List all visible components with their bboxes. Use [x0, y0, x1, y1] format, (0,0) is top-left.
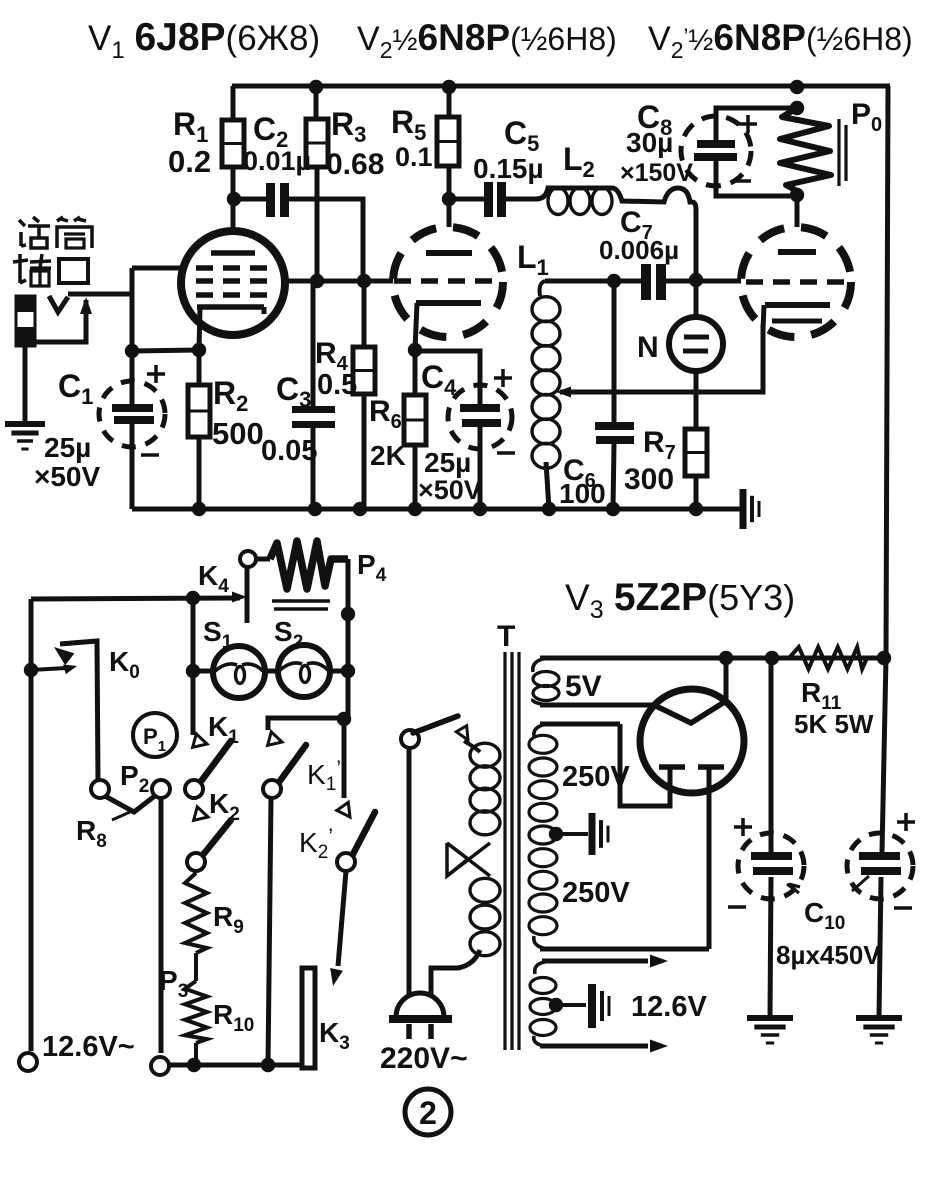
svg-text:0.1: 0.1 [395, 142, 433, 172]
svg-text:0.68: 0.68 [326, 148, 384, 181]
svg-text:0.15µ: 0.15µ [473, 153, 544, 184]
svg-text:30µ: 30µ [626, 127, 673, 158]
svg-text:V3 5Z2P(5Y3): V3 5Z2P(5Y3) [565, 576, 795, 624]
svg-text:25µ: 25µ [424, 447, 471, 478]
svg-text:V1 6J8P(6Ж8): V1 6J8P(6Ж8) [88, 16, 320, 64]
svg-text:0.5: 0.5 [317, 369, 357, 401]
svg-text:250V: 250V [562, 877, 630, 909]
svg-text:8µx450V: 8µx450V [776, 940, 881, 970]
svg-text:2K: 2K [370, 440, 406, 471]
svg-text:×50V: ×50V [418, 475, 482, 505]
svg-text:25µ: 25µ [44, 432, 91, 463]
svg-text:V2’½6N8P(½6H8): V2’½6N8P(½6H8) [648, 17, 913, 63]
svg-text:5K 5W: 5K 5W [794, 709, 874, 739]
svg-text:12.6V: 12.6V [631, 991, 707, 1023]
svg-text:0.006µ: 0.006µ [599, 235, 679, 265]
svg-text:0.01µ: 0.01µ [243, 146, 311, 176]
svg-text:R9: R9 [213, 901, 244, 938]
svg-text:R1: R1 [173, 106, 208, 147]
svg-text:P2: P2 [120, 760, 149, 797]
svg-text:K2’: K2’ [299, 824, 333, 863]
svg-text:250V: 250V [562, 761, 630, 793]
svg-text:300: 300 [624, 463, 674, 496]
svg-text:100: 100 [559, 478, 606, 509]
svg-text:2: 2 [419, 1095, 437, 1131]
svg-text:T: T [497, 620, 515, 653]
svg-text:C4: C4 [421, 359, 457, 400]
svg-text:C2: C2 [253, 111, 288, 152]
svg-text:K1’: K1’ [307, 756, 341, 795]
svg-text:0.2: 0.2 [168, 144, 211, 179]
svg-text:×150V: ×150V [620, 159, 693, 187]
svg-text:C1: C1 [58, 368, 93, 409]
svg-text:N: N [637, 331, 659, 364]
svg-text:5V: 5V [565, 670, 602, 703]
svg-text:220V~: 220V~ [380, 1042, 468, 1075]
svg-text:×50V: ×50V [34, 461, 100, 492]
svg-text:0.05: 0.05 [261, 435, 317, 467]
svg-text:12.6V~: 12.6V~ [42, 1031, 135, 1063]
svg-text:500: 500 [212, 416, 264, 451]
svg-text:V2½6N8P(½6H8): V2½6N8P(½6H8) [357, 17, 617, 63]
svg-text:R5: R5 [391, 104, 426, 145]
